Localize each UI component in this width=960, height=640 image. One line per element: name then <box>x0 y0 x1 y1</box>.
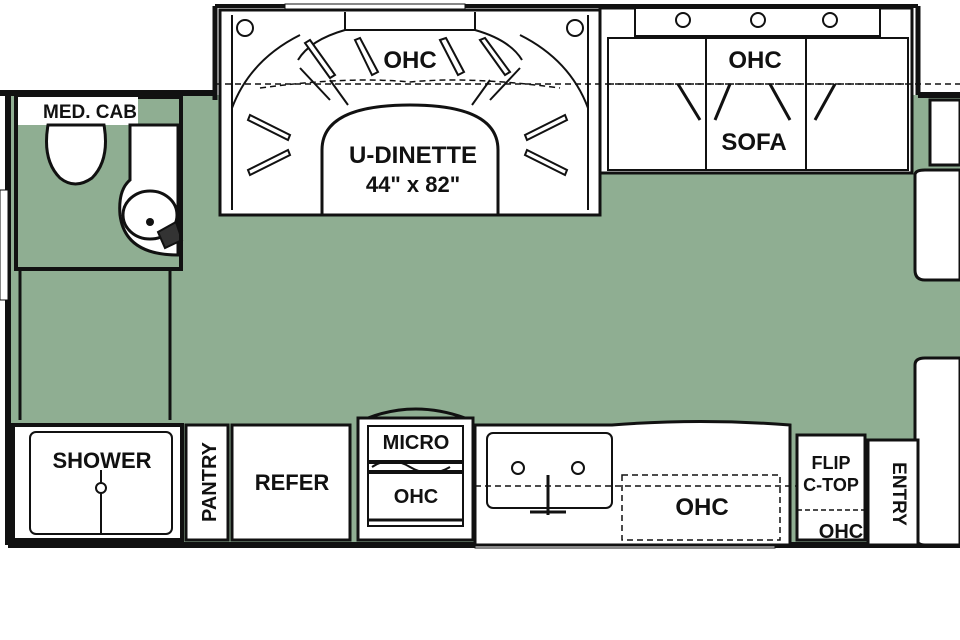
dinette-label: U-DINETTE <box>349 142 477 169</box>
u-dinette <box>218 8 602 217</box>
pantry <box>184 423 230 542</box>
toilet <box>45 123 107 186</box>
microwave-range <box>356 407 475 542</box>
bath-sink <box>121 189 179 241</box>
ohc-sofa-label: OHC <box>728 47 781 74</box>
med-cab-label: MED. CAB <box>43 102 137 123</box>
dinette-size-label: 44" x 82" <box>366 172 460 197</box>
ctop-label: C-TOP <box>803 475 859 495</box>
cab-seats <box>913 98 960 547</box>
shower-label: SHOWER <box>53 448 152 473</box>
shower <box>9 423 184 545</box>
sofa <box>598 6 914 175</box>
hall-wall <box>18 270 172 420</box>
sofa-label: SOFA <box>721 129 786 156</box>
micro-label: MICRO <box>383 432 450 454</box>
flip-ctop <box>795 433 867 542</box>
refer-label: REFER <box>255 470 330 495</box>
bathroom <box>14 95 184 271</box>
ohc-kitchen-label: OHC <box>675 494 728 521</box>
ohc-dinette-label: OHC <box>383 47 436 74</box>
window-left <box>0 189 9 301</box>
ohc-micro-label: OHC <box>394 486 438 508</box>
dinette-table <box>320 103 500 217</box>
ohc-entry-label: OHC <box>819 521 863 543</box>
entry-door <box>866 438 920 547</box>
entry-label: ENTRY <box>888 462 909 526</box>
kitchen-counter <box>473 420 800 547</box>
pantry-label: PANTRY <box>199 441 221 522</box>
flip-label: FLIP <box>812 453 851 473</box>
window-top <box>284 3 466 10</box>
refrigerator <box>230 423 352 542</box>
